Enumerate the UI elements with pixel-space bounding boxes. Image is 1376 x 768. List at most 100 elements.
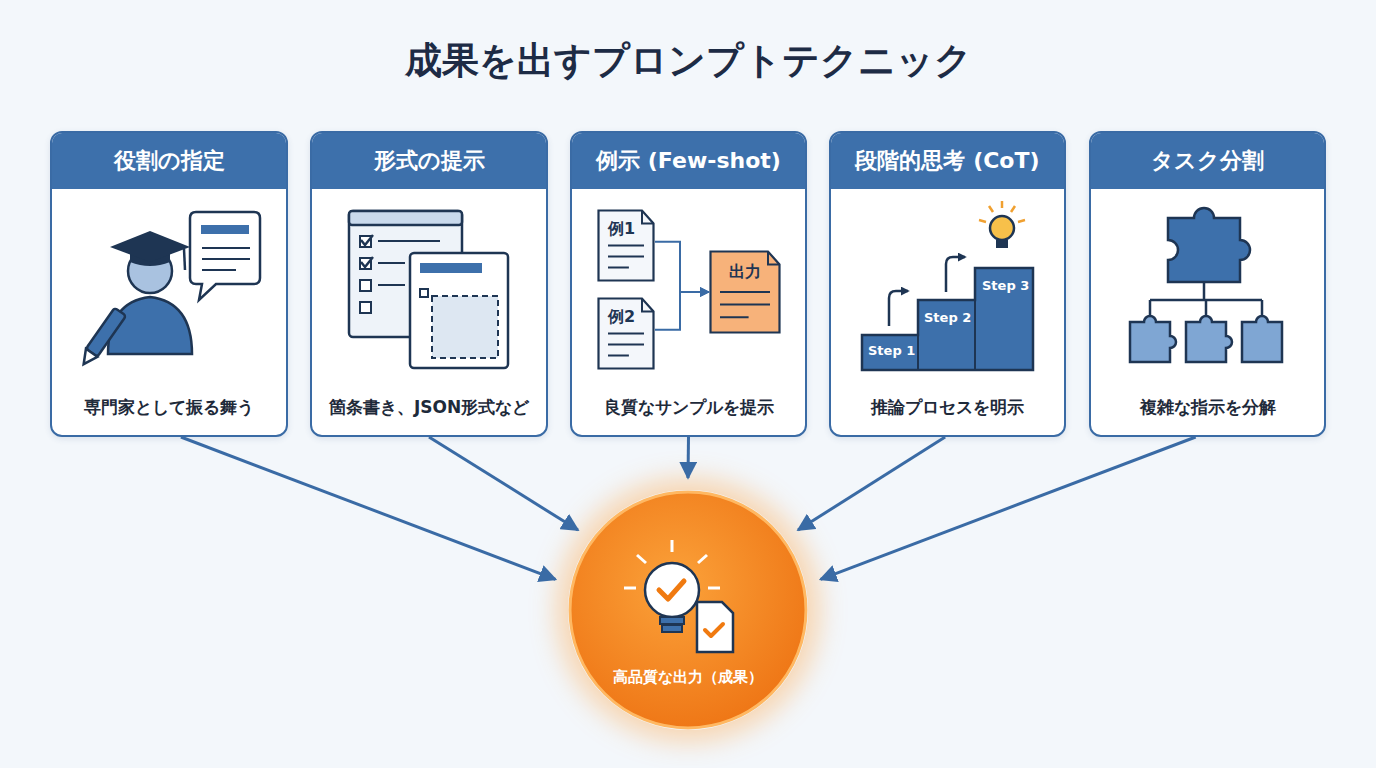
card-heading: 例示 (Few-shot) — [572, 133, 805, 189]
step-arrow — [889, 291, 908, 326]
lightbulb — [990, 216, 1014, 240]
flow-arrow — [655, 242, 709, 292]
document-shape — [599, 211, 654, 281]
split-lines — [1150, 282, 1262, 318]
pen-icon — [78, 308, 126, 368]
graduation-cap — [110, 231, 190, 262]
pen-tip — [78, 349, 97, 368]
card-heading: 段階的思考 (CoT) — [831, 133, 1064, 189]
puzzle-icon — [1130, 208, 1282, 362]
document-fold — [768, 252, 780, 265]
document-line — [720, 316, 749, 318]
cap-band — [130, 252, 170, 266]
card-heading: 形式の提示 — [312, 133, 546, 189]
card-caption: 箇条書き、JSON形式など — [316, 396, 542, 419]
result-check — [659, 581, 684, 599]
document-line — [608, 354, 629, 356]
document-line — [608, 255, 644, 257]
step-label: Step 3 — [982, 278, 1029, 293]
cap-tassel — [184, 249, 185, 270]
flow-arrow — [687, 437, 691, 478]
bulb-base — [662, 625, 682, 632]
person-head — [128, 249, 172, 293]
bulb-base — [660, 617, 684, 624]
circle-outline — [568, 490, 808, 730]
stair-divider — [974, 300, 976, 370]
technique-card: 役割の指定専門家として振る舞う — [50, 131, 288, 437]
document-box: 出力 — [709, 250, 781, 334]
step-label: Step 2 — [924, 310, 971, 325]
puzzle-piece-small — [1130, 316, 1176, 362]
result-ray — [624, 587, 636, 590]
flow-arrow — [429, 437, 578, 530]
bulb-ray — [1018, 220, 1025, 222]
bubble-line — [202, 269, 236, 271]
speech-bubble — [190, 212, 260, 300]
document-outline — [597, 297, 655, 370]
document-line — [608, 266, 629, 268]
result-document — [697, 602, 733, 652]
form-header — [349, 211, 462, 225]
dashed-area — [432, 296, 498, 358]
form-front — [410, 253, 508, 368]
flow-arrow — [655, 292, 709, 330]
diagram-title: 成果を出すプロンプトテクニック — [0, 36, 1376, 86]
card-caption: 専門家として振る舞う — [56, 396, 282, 419]
document-outline — [597, 209, 655, 282]
document-box: 例2 — [597, 297, 655, 370]
bulb-ray — [989, 206, 993, 212]
doc-label: 例2 — [608, 307, 635, 328]
result-ray — [698, 555, 707, 563]
document-line — [720, 291, 770, 293]
step-label: Step 1 — [868, 343, 915, 358]
document-shape — [711, 252, 780, 333]
result-ray — [708, 587, 720, 590]
result-circle: 高品質な出力（成果） — [568, 490, 808, 730]
card-caption: 複雑な指示を分解 — [1095, 396, 1320, 419]
flow-arrow — [821, 437, 1196, 579]
result-ray — [637, 555, 646, 563]
form-back — [349, 211, 462, 337]
document-box: 例1 — [597, 209, 655, 282]
bulb-ray — [1001, 201, 1004, 208]
result-icon — [624, 540, 733, 652]
form-bar — [420, 263, 482, 273]
stair-divider — [917, 335, 919, 370]
bulb-base — [996, 240, 1008, 248]
document-line — [608, 245, 644, 247]
result-ray — [671, 540, 674, 552]
form-box — [420, 289, 428, 297]
form-line — [378, 240, 440, 242]
format-icon — [349, 211, 508, 368]
checkbox — [360, 280, 371, 291]
card-heading: タスク分割 — [1091, 133, 1324, 189]
check-mark — [361, 235, 373, 245]
check-mark — [361, 257, 373, 267]
document-fold — [642, 211, 654, 224]
form-line — [378, 262, 405, 264]
technique-card: 形式の提示箇条書き、JSON形式など — [310, 131, 548, 437]
card-heading: 役割の指定 — [52, 133, 286, 189]
bubble-line — [202, 258, 250, 260]
form-line — [378, 284, 405, 286]
technique-card: タスク分割複雑な指示を分解 — [1089, 131, 1326, 437]
document-line — [608, 333, 644, 335]
result-text: 高品質な出力（成果） — [568, 668, 808, 687]
checkbox — [360, 302, 371, 313]
expert-icon — [78, 212, 260, 368]
step-arrow — [946, 257, 965, 292]
card-caption: 良質なサンプルを提示 — [576, 396, 801, 419]
stairs-icon — [862, 201, 1033, 370]
flow-arrow — [798, 437, 945, 530]
flow-arrow — [181, 437, 556, 579]
bubble-bar — [201, 225, 249, 234]
card-caption: 推論プロセスを明示 — [835, 396, 1060, 419]
document-shape — [599, 299, 654, 369]
staircase — [862, 268, 1033, 370]
technique-card: 例示 (Few-shot) 良質なサンプルを提示 例1 例2 出力 — [570, 131, 807, 437]
bulb-ray — [979, 220, 986, 222]
